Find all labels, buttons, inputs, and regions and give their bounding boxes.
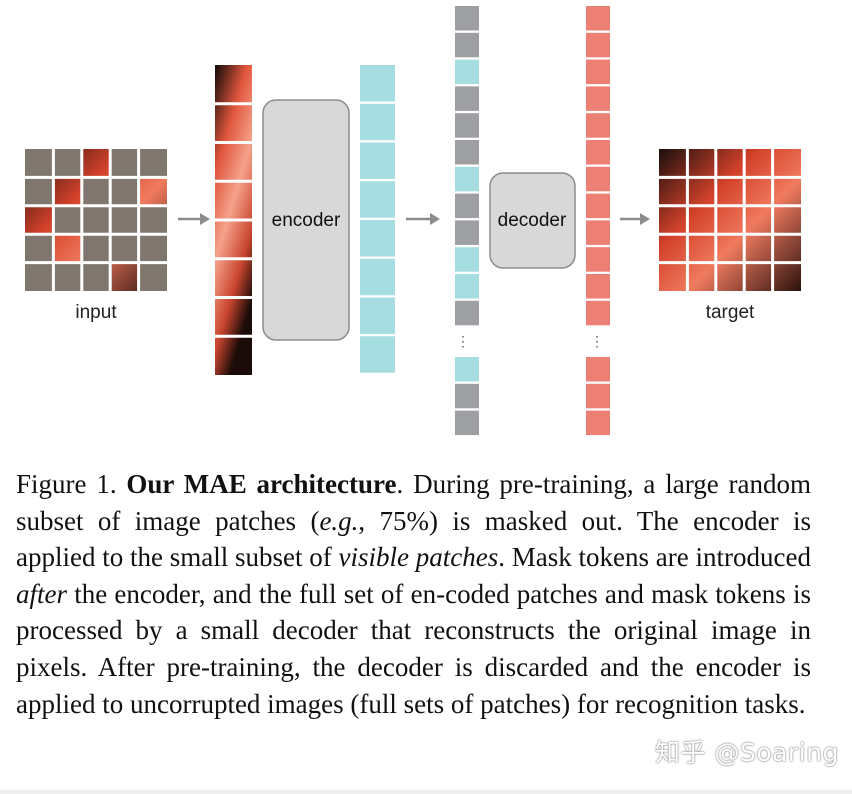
mask-token bbox=[455, 410, 479, 436]
encoded-token bbox=[360, 181, 395, 218]
decoded-token bbox=[586, 166, 610, 192]
decoded-token bbox=[586, 274, 610, 299]
encoded-token bbox=[455, 59, 479, 85]
masked-patch bbox=[138, 262, 167, 291]
arrow-to-visible-patches bbox=[178, 213, 210, 225]
encoded-token bbox=[360, 336, 395, 373]
mask-token bbox=[455, 193, 479, 219]
masked-patch bbox=[53, 149, 82, 178]
masked-patch bbox=[138, 234, 167, 263]
visible-patches-column bbox=[215, 65, 252, 375]
mask-token bbox=[455, 32, 479, 58]
masked-patch bbox=[81, 262, 111, 291]
encoded-token bbox=[455, 357, 479, 382]
caption-title: Our MAE architecture bbox=[126, 469, 397, 499]
decoded-token bbox=[586, 300, 610, 326]
mask-and-encoded-tokens-column bbox=[455, 6, 479, 436]
arrow-to-token-sequence bbox=[406, 213, 440, 225]
mask-token bbox=[455, 383, 479, 409]
masked-patch bbox=[81, 177, 111, 206]
masked-patch bbox=[25, 149, 54, 178]
decoded-token bbox=[586, 193, 610, 219]
caption-figure-label: Figure 1. bbox=[16, 469, 117, 499]
encoded-token bbox=[455, 247, 479, 272]
encoder-label: encoder bbox=[272, 210, 341, 231]
decoded-ellipsis: ⋮ bbox=[590, 333, 604, 349]
target-image bbox=[659, 149, 801, 291]
encoded-token bbox=[455, 166, 479, 192]
input-label: input bbox=[75, 302, 117, 323]
masked-patch bbox=[81, 234, 111, 263]
mask-token bbox=[455, 113, 479, 138]
zhihu-watermark: 知乎 @Soaring bbox=[655, 738, 839, 767]
input-image-grid bbox=[25, 149, 167, 291]
masked-patch bbox=[110, 205, 139, 235]
encoded-token bbox=[360, 103, 395, 141]
encoded-token bbox=[360, 297, 395, 334]
decoded-token bbox=[586, 383, 610, 409]
masked-patch bbox=[81, 205, 111, 235]
mask-token bbox=[455, 300, 479, 326]
target-grid-lines bbox=[659, 149, 801, 291]
figure-caption: Figure 1. Our MAE architecture. During p… bbox=[16, 466, 811, 722]
masked-patch bbox=[110, 177, 139, 206]
input-mask-patches bbox=[25, 149, 167, 291]
caption-after: after bbox=[16, 578, 67, 609]
decoded-token bbox=[586, 357, 610, 382]
decoded-token bbox=[586, 247, 610, 272]
caption-visible-patches: visible patches bbox=[338, 542, 499, 573]
visible-patches-separators bbox=[215, 102, 252, 338]
caption-text-4: the encoder, and the full set of en-code… bbox=[16, 578, 811, 719]
decoded-token bbox=[586, 410, 610, 436]
caption-text-2: , 75%) is masked out. The encoder is app… bbox=[16, 505, 811, 573]
input-grid-lines bbox=[25, 149, 167, 291]
encoded-token bbox=[455, 274, 479, 299]
target-image-grid bbox=[659, 149, 801, 291]
encoded-tokens-column bbox=[360, 65, 395, 373]
caption-eg: e.g. bbox=[319, 505, 359, 536]
decoded-token bbox=[586, 86, 610, 111]
masked-patch bbox=[138, 205, 167, 235]
decoded-token bbox=[586, 220, 610, 245]
decoder-label: decoder bbox=[498, 210, 567, 231]
masked-patch bbox=[53, 205, 82, 235]
masked-patch bbox=[25, 234, 54, 263]
decoded-token bbox=[586, 32, 610, 58]
mae-architecture-diagram: input encoder ⋮ decoder bbox=[25, 6, 801, 436]
mask-token bbox=[455, 140, 479, 165]
masked-patch bbox=[53, 262, 82, 291]
arrow-to-target bbox=[620, 213, 650, 225]
footer-divider bbox=[0, 790, 852, 794]
encoded-token bbox=[360, 142, 395, 179]
token-ellipsis: ⋮ bbox=[456, 333, 470, 349]
mask-token bbox=[455, 6, 479, 31]
decoded-token bbox=[586, 140, 610, 165]
encoded-token bbox=[360, 220, 395, 257]
decoded-token bbox=[586, 6, 610, 31]
masked-patch bbox=[25, 262, 54, 291]
target-label: target bbox=[706, 302, 755, 323]
mask-token bbox=[455, 220, 479, 245]
masked-patch bbox=[110, 234, 139, 263]
decoder-block: decoder bbox=[489, 172, 576, 269]
decoded-tokens-column bbox=[586, 6, 610, 436]
encoded-token bbox=[360, 258, 395, 296]
decoded-token bbox=[586, 59, 610, 85]
caption-text-3: . Mask tokens are introduced bbox=[498, 542, 811, 573]
encoder-block: encoder bbox=[262, 99, 350, 341]
masked-patch bbox=[25, 177, 54, 206]
encoded-token bbox=[360, 65, 395, 102]
masked-patch bbox=[110, 149, 139, 178]
mask-token bbox=[455, 86, 479, 111]
caption-text-1: . During pre-training, a large random su… bbox=[16, 469, 812, 536]
masked-patch bbox=[138, 149, 167, 178]
decoded-token bbox=[586, 113, 610, 138]
